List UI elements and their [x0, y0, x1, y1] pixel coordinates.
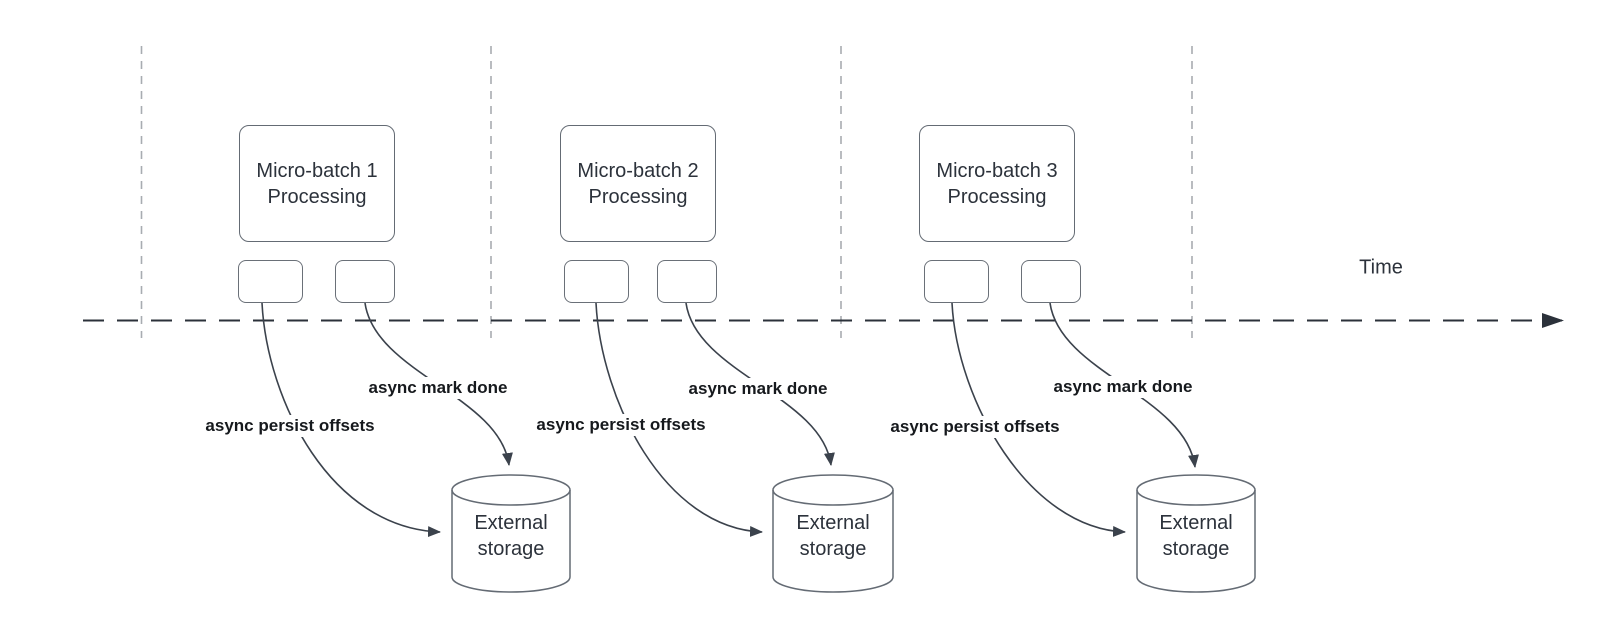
- persist-offsets-node-3: [924, 260, 989, 303]
- persist-offsets-label-3: async persist offsets: [887, 416, 1063, 438]
- persist-offsets-node-1: [238, 260, 303, 303]
- storage-cylinder-icon-3: [1136, 474, 1256, 593]
- persist-offsets-arrow-3: [951, 302, 1126, 537]
- mark-done-label-2: async mark done: [685, 378, 831, 400]
- micro-batch-3-processing-box: Micro-batch 3 Processing: [919, 125, 1075, 242]
- persist-offsets-label-2: async persist offsets: [533, 414, 709, 436]
- persist-offsets-arrow-1: [261, 302, 441, 538]
- storage-cylinder-icon-2: [772, 474, 894, 593]
- external-storage-label-1: External storage: [474, 512, 548, 560]
- persist-offsets-arrow-2: [595, 302, 763, 537]
- micro-batch-1-processing-box: Micro-batch 1 Processing: [239, 125, 395, 242]
- persist-offsets-node-2: [564, 260, 629, 303]
- mark-done-label-1: async mark done: [365, 377, 511, 399]
- mark-done-node-1: [335, 260, 395, 303]
- mark-done-node-2: [657, 260, 717, 303]
- mark-done-label-3: async mark done: [1050, 376, 1196, 398]
- external-storage-label-3: External storage: [1159, 512, 1233, 560]
- micro-batch-2-processing-box: Micro-batch 2 Processing: [560, 125, 716, 242]
- external-storage-label-2: External storage: [796, 512, 870, 560]
- time-axis-label: Time: [1359, 256, 1403, 279]
- storage-cylinder-icon-1: [451, 474, 571, 593]
- mark-done-node-3: [1021, 260, 1081, 303]
- persist-offsets-label-1: async persist offsets: [202, 415, 378, 437]
